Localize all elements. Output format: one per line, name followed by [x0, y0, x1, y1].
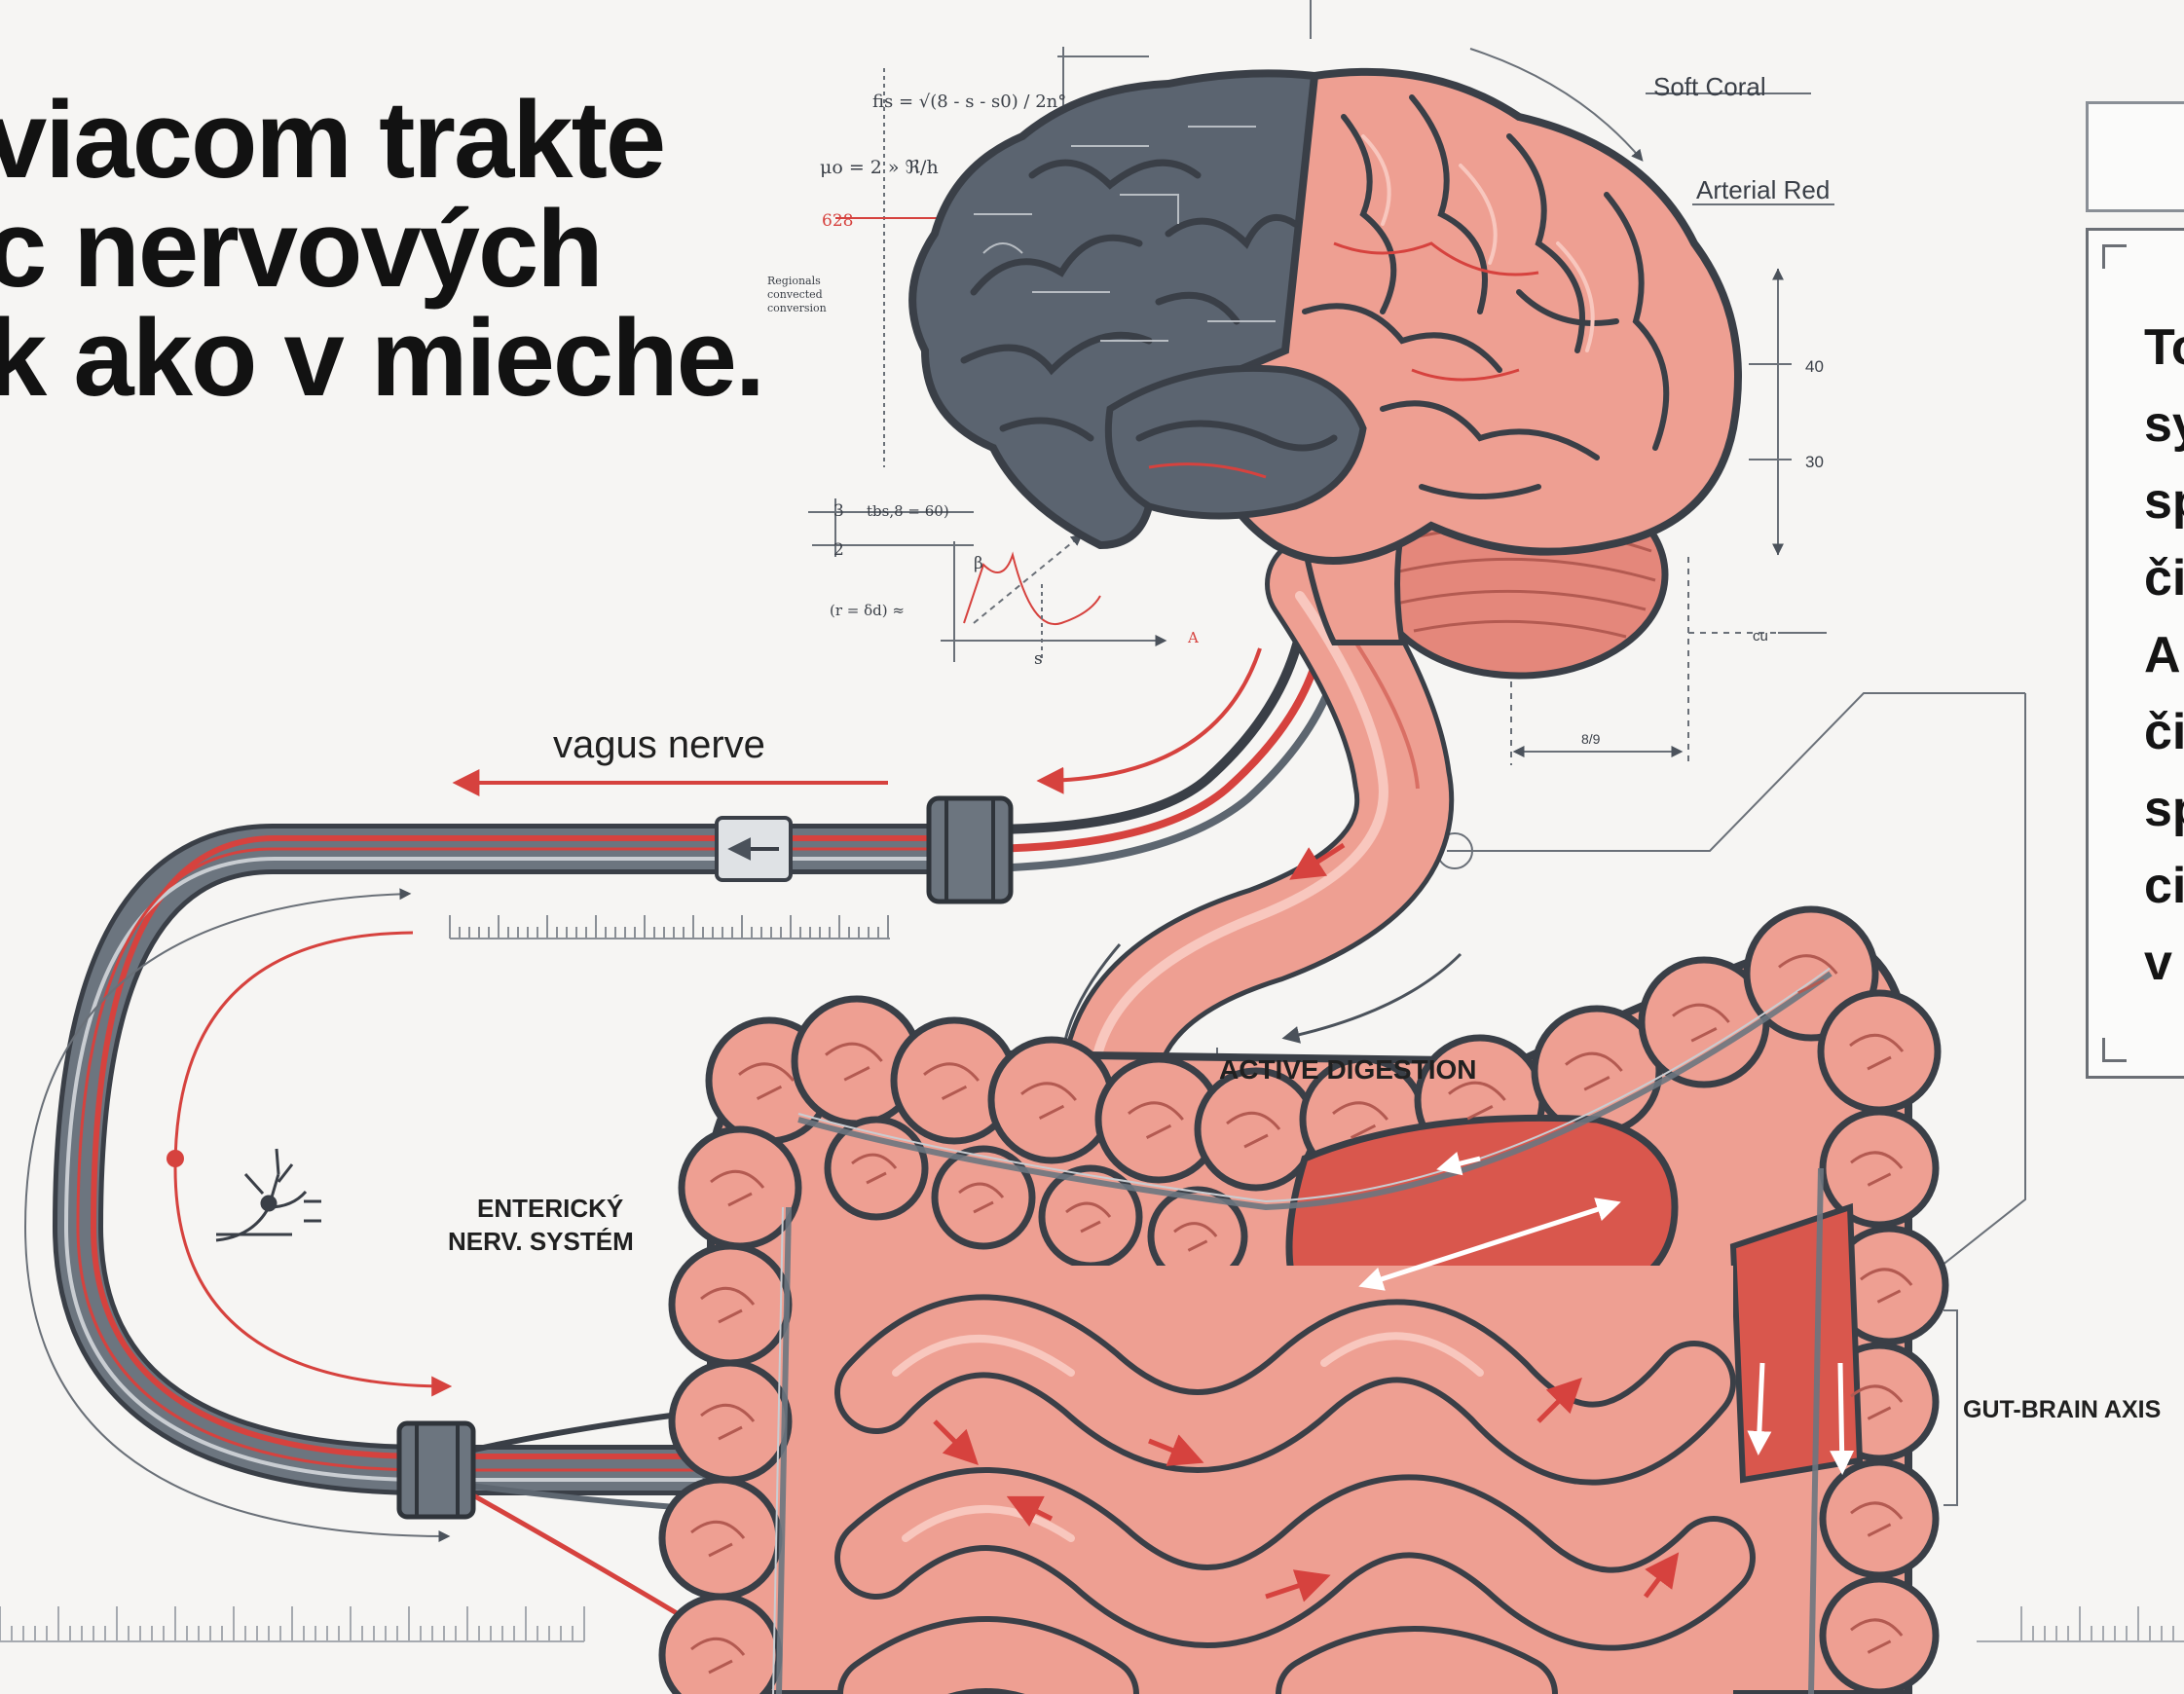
panel-bracket	[2102, 1038, 2127, 1062]
colon-segment	[672, 1246, 789, 1363]
brain	[912, 72, 1738, 676]
side-panel-text: To sy sp či A či sp ci v	[2144, 310, 2184, 1002]
ruler	[450, 915, 890, 939]
eq-left: (r = δd) ≈	[830, 602, 905, 619]
frac-eq: tbs,8 = 60)	[867, 502, 949, 520]
frac-top: 3	[833, 501, 844, 521]
side-text-line: či	[2144, 694, 2184, 771]
side-text-line: sp	[2144, 463, 2184, 540]
enteric-label: ENTERICKÝ	[477, 1194, 623, 1223]
colon-segment	[991, 1040, 1112, 1160]
side-text-line: sp	[2144, 771, 2184, 848]
label-cu: cu	[1753, 628, 1768, 644]
side-text-line: A	[2144, 617, 2184, 694]
neuron-icon	[216, 1149, 321, 1240]
cable-connector	[399, 1423, 473, 1517]
ruler	[0, 1606, 584, 1641]
enteric-label: NERV. SYSTÉM	[448, 1227, 634, 1256]
side-text-line: ci	[2144, 848, 2184, 925]
colon-segment	[662, 1597, 779, 1694]
axis-beta: β	[974, 554, 983, 573]
colon-segment	[1823, 1579, 1936, 1692]
small-red-mark: A	[1187, 629, 1199, 646]
panel-bracket	[2102, 244, 2127, 269]
ruler	[1977, 1606, 2184, 1641]
value-628: 628	[822, 211, 853, 231]
soft-coral-label: Soft Coral	[1653, 72, 1766, 101]
frac-bottom: 2	[833, 540, 844, 560]
colon-segment	[682, 1129, 798, 1246]
arterial-red-label: Arterial Red	[1696, 175, 1830, 204]
note-line: conversion	[767, 302, 827, 314]
note-line: Regionals	[767, 275, 821, 287]
dim-label: 8/9	[1581, 731, 1601, 747]
gut-brain-axis-label: GUT-BRAIN AXIS	[1963, 1396, 2161, 1423]
vagus-nerve-label: vagus nerve	[553, 723, 765, 766]
active-digestion-label: ACTIVE DIGESTION	[1219, 1054, 1476, 1085]
side-text-line: v	[2144, 925, 2184, 1002]
side-icon-box	[2086, 101, 2184, 212]
side-text-line: sy	[2144, 387, 2184, 463]
note-line: convected	[767, 288, 823, 301]
formula-top: fis = √(8 - s - s0) / 2n°	[872, 92, 1066, 112]
colon-segment	[1821, 993, 1938, 1110]
colon-segment	[1198, 1071, 1314, 1188]
colon-segment	[672, 1363, 789, 1480]
axis-s: s	[1034, 649, 1043, 669]
tick-40: 40	[1805, 357, 1824, 376]
side-text-line: či	[2144, 540, 2184, 617]
formula-mu: μo = 2 » ℜ/h	[820, 157, 939, 178]
tick-30: 30	[1805, 453, 1824, 471]
side-text-line: To	[2144, 310, 2184, 387]
intestines	[662, 909, 1945, 1694]
colon-segment	[662, 1480, 779, 1597]
colon-segment	[1823, 1462, 1936, 1575]
